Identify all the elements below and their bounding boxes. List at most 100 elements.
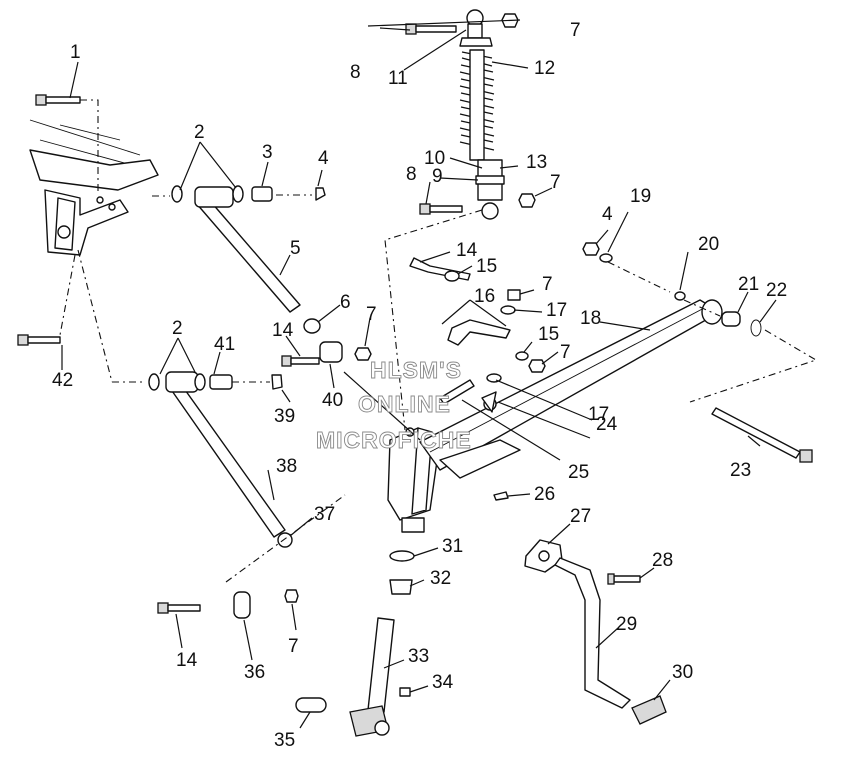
callout-37: 37: [314, 504, 335, 525]
fitting-part-34: [399, 687, 411, 697]
callout-labels: 1 2 2 3 4 4 5 6 7 7 7 7 7 7 8 8 9 10 11 …: [52, 20, 787, 751]
nut-part-7-arm: [354, 347, 372, 361]
bracket-part-16: [447, 319, 511, 346]
nut-part-7-lower: [528, 359, 546, 373]
callout-15-lower: 15: [538, 324, 559, 345]
bushing-part-32: [389, 579, 413, 595]
callout-15-upper: 15: [476, 256, 497, 277]
lower-control-arm: [148, 371, 292, 547]
callout-16: 16: [474, 286, 495, 307]
callout-39: 39: [274, 406, 295, 427]
callout-13: 13: [526, 152, 547, 173]
callout-20: 20: [698, 234, 719, 255]
bolt-part-8-bottom: [419, 203, 463, 215]
callout-36: 36: [244, 662, 265, 683]
callout-28: 28: [652, 550, 673, 571]
callout-27: 27: [570, 506, 591, 527]
washer-part-19: [599, 253, 613, 263]
callout-38: 38: [276, 456, 297, 477]
callout-22: 22: [766, 280, 787, 301]
shock-absorber: [459, 9, 505, 220]
frame-mount-bracket: [29, 119, 159, 256]
seal-part-31: [389, 550, 415, 562]
callout-29: 29: [616, 614, 637, 635]
callout-40: 40: [322, 390, 343, 411]
link-part-36: [233, 591, 251, 619]
washer-part-17-upper: [500, 305, 516, 315]
callout-14-upper: 14: [456, 240, 478, 261]
callout-9: 9: [432, 166, 443, 187]
bolt-part-23: [711, 407, 813, 463]
watermark: HLSM'S ONLINE MICROFICHE: [316, 357, 472, 454]
trailing-arm: [419, 299, 723, 479]
rod-part-28: [607, 573, 641, 585]
callout-7-lower: 7: [560, 342, 571, 363]
callout-19: 19: [630, 186, 651, 207]
bolt-part-14-upper: [409, 257, 471, 281]
callout-8-bottom: 8: [406, 164, 417, 185]
callout-4-upper: 4: [318, 148, 329, 169]
callout-5: 5: [290, 238, 301, 259]
callout-25: 25: [568, 462, 589, 483]
bolt-part-8-top: [405, 23, 457, 35]
callout-14-arm: 14: [272, 320, 294, 341]
callout-26: 26: [534, 484, 555, 505]
callout-32: 32: [430, 568, 451, 589]
callout-30: 30: [672, 662, 693, 683]
washer-part-20: [674, 291, 686, 301]
bolt-part-1: [35, 94, 81, 106]
callout-2-lower: 2: [172, 318, 183, 339]
bolt-part-14-arm: [281, 355, 320, 367]
leader-lines: [61, 19, 777, 729]
bolt-part-42: [17, 334, 61, 346]
fitting-part-26: [493, 491, 509, 501]
callout-33: 33: [408, 646, 429, 667]
callout-7-mid: 7: [542, 274, 553, 295]
pin-part-25: [439, 379, 475, 405]
bolt-part-14-lower: [157, 602, 201, 614]
callout-10: 10: [424, 148, 445, 169]
arm-part-29: [554, 557, 631, 709]
callout-3: 3: [262, 142, 273, 163]
washer-part-15-lower: [515, 351, 529, 361]
callout-42: 42: [52, 370, 73, 391]
callout-2-upper: 2: [194, 122, 205, 143]
upper-control-arm: [171, 185, 326, 313]
callout-34: 34: [432, 672, 454, 693]
callout-7-top: 7: [570, 20, 581, 41]
ball-joint-part-24: [481, 391, 497, 413]
watermark-line-3: MICROFICHE: [316, 427, 472, 453]
callout-17-upper: 17: [546, 300, 567, 321]
callout-11: 11: [388, 68, 408, 89]
callout-8-top: 8: [350, 62, 361, 83]
callout-41: 41: [214, 334, 235, 355]
bushing-part-21: [721, 311, 741, 327]
callout-31: 31: [442, 536, 463, 557]
callout-18: 18: [580, 308, 601, 329]
bushing-part-6: [303, 318, 321, 334]
callout-21: 21: [738, 274, 759, 295]
bushing-part-40: [319, 341, 343, 363]
callout-4-right: 4: [602, 204, 613, 225]
callout-7-link: 7: [288, 636, 299, 657]
callout-1: 1: [70, 42, 81, 63]
nut-part-4-right: [582, 242, 600, 256]
ski-part-30: [631, 695, 667, 725]
bushing-part-37: [277, 532, 293, 548]
nut-part-7-bottom: [518, 193, 536, 208]
watermark-line-1: HLSM'S: [370, 357, 462, 383]
callout-35: 35: [274, 730, 295, 751]
nut-part-7-link: [284, 589, 299, 603]
ring-part-22: [750, 319, 762, 337]
nut-part-7-mid: [507, 289, 521, 301]
callout-24: 24: [596, 414, 618, 435]
callout-7-shock-bottom: 7: [550, 172, 561, 193]
washer-part-15-upper: [444, 270, 460, 282]
callout-23: 23: [730, 460, 751, 481]
callout-14-lower: 14: [176, 650, 198, 671]
callout-12: 12: [534, 58, 555, 79]
callout-6: 6: [340, 292, 351, 313]
ski-spindle-part-35: [295, 697, 390, 737]
watermark-line-2: ONLINE: [358, 391, 451, 417]
